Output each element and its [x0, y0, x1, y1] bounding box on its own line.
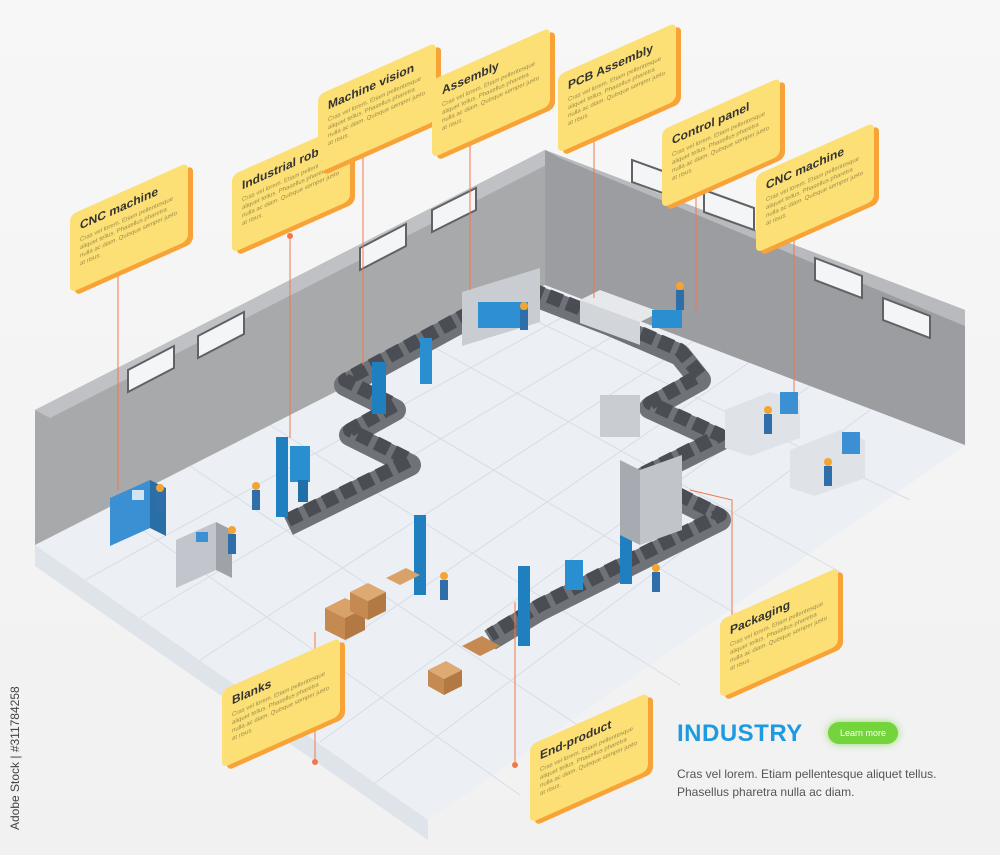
industry-description-line-1: Cras vel lorem. Etiam pellentesque aliqu…	[677, 767, 937, 781]
pcb-assembly-station	[580, 290, 660, 345]
end-product-boxes	[428, 636, 500, 695]
cnc-machines-left	[110, 480, 232, 588]
control-panel-station	[600, 310, 682, 437]
workers	[156, 282, 832, 600]
packaging-station	[620, 455, 682, 545]
industry-title: INDUSTRY	[677, 720, 803, 747]
stock-watermark: Adobe Stock | #311784258	[8, 686, 22, 830]
right-wall-windows	[631, 158, 931, 340]
learn-more-button[interactable]: Learn more	[828, 722, 898, 744]
left-wall-windows	[127, 186, 477, 394]
machine-vision-gate	[372, 338, 432, 414]
industry-description-line-2: Phasellus pharetra nulla ac diam.	[677, 785, 855, 799]
right-wall-face	[545, 150, 965, 445]
blank-boxes-pallets	[325, 568, 420, 640]
